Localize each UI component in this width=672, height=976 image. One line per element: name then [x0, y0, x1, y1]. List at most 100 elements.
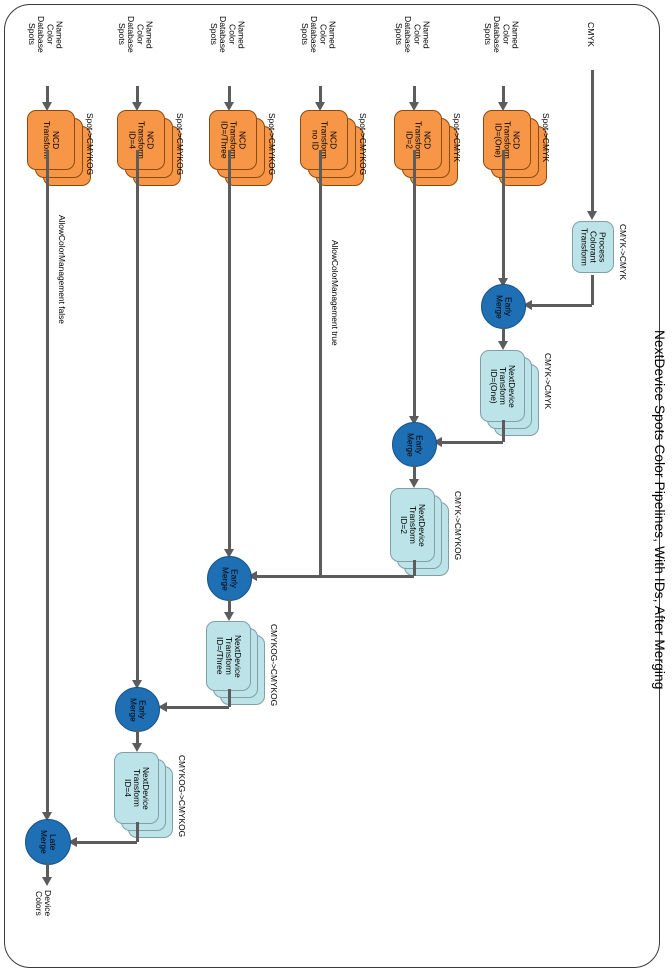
- early-merge-2[interactable]: Early Merge: [392, 422, 437, 467]
- merge-label: Early Merge: [494, 294, 514, 319]
- nextdevice-label: NextDevice Transform ID=4: [122, 766, 152, 810]
- process-colorant-card: Process Colorant Transform: [572, 221, 614, 273]
- connector-pct-left: [530, 303, 592, 307]
- connector-nd3-left: [165, 705, 229, 709]
- arrowhead-col6-to-m1: [497, 278, 508, 287]
- source-label-cmyk: CMYK: [586, 22, 597, 47]
- connector-col1-to-m5: [45, 150, 49, 816]
- arrowhead-m2-to-nd2: [408, 479, 419, 488]
- nextdevice-card: NextDevice Transform ID=/Three: [206, 621, 251, 691]
- arrowhead-nd1-to-m2: [433, 436, 442, 447]
- long-label-col4: AllowColorManagement true: [329, 240, 340, 346]
- arrowhead-m1-to-nd1: [497, 341, 508, 350]
- arrowhead-col3-to-m3: [223, 549, 234, 558]
- ncd-transform-col3[interactable]: NCD Transform ID=/Three: [209, 110, 275, 188]
- arrowhead-src-col1: [41, 102, 52, 111]
- connector-nd2-down: [412, 560, 416, 576]
- connector-src-col5: [412, 86, 416, 106]
- edge-label-col6: Spot->CMYK: [540, 113, 551, 163]
- connector-nd4-left: [75, 840, 137, 844]
- ncd-transform-card: NCD Transform: [27, 110, 75, 170]
- nextdevice-card: NextDevice Transform ID=(One): [480, 350, 525, 422]
- connector-pct-down: [590, 275, 594, 305]
- connector-col6-to-m1: [501, 150, 505, 282]
- connector-nd1-left: [440, 440, 503, 444]
- arrowhead-src-col5: [408, 102, 419, 111]
- edge-label-col3: Spot->CMYKOG: [266, 113, 277, 176]
- ncd-transform-card: NCD Transform ID=4: [117, 110, 165, 170]
- ncd-transform-col4[interactable]: NCD Transform no ID: [300, 110, 366, 188]
- early-merge-4[interactable]: Early Merge: [115, 687, 160, 732]
- edge-label-col5: Spot->CMYK: [451, 113, 462, 163]
- nextdevice-label: NextDevice Transform ID=/Three: [214, 634, 244, 678]
- arrowhead-m5-to-output: [41, 877, 52, 886]
- connector-nd3-down: [227, 689, 231, 707]
- ncd-transform-label: NCD Transform: [42, 121, 62, 159]
- early-merge-1[interactable]: Early Merge: [481, 284, 526, 329]
- ncd-transform-label: NCD Transform ID=4: [127, 121, 156, 159]
- ncd-transform-card: NCD Transform no ID: [300, 110, 348, 170]
- edge-label-nd3: CMYKOG->CMYKOG: [268, 624, 279, 707]
- connector-col4-to-m3: [318, 150, 322, 576]
- connector-nd1-down: [501, 420, 505, 442]
- edge-label-pct: CMYK->CMYK: [617, 224, 628, 281]
- arrowhead-nd2-to-m3: [248, 570, 257, 581]
- source-label-col3: Named Color Database Spots: [209, 16, 247, 53]
- merge-label: Late Merge: [39, 830, 59, 854]
- merge-label: Early Merge: [128, 697, 148, 722]
- arrowhead-src-col2: [131, 102, 142, 111]
- ncd-transform-col6[interactable]: NCD Transform ID=(One): [483, 110, 549, 188]
- connector-col2-to-m4: [135, 150, 139, 684]
- connector-src-col2: [135, 86, 139, 106]
- source-label-col2: Named Color Database Spots: [117, 16, 155, 53]
- arrowhead-src-col6: [497, 102, 508, 111]
- arrowhead-src-col4: [314, 102, 325, 111]
- nextdevice-card: NextDevice Transform ID=2: [390, 488, 435, 562]
- arrowhead-m4-to-nd4: [131, 743, 142, 752]
- arrowhead-nd3-to-m4: [158, 701, 167, 712]
- ncd-transform-card: NCD Transform ID=/Three: [209, 110, 257, 170]
- nextdevice-transform-3[interactable]: NextDevice Transform ID=/Three: [206, 621, 268, 707]
- connector-m3-to-nd3: [227, 599, 231, 615]
- connector-m2-to-nd2: [412, 465, 416, 483]
- connector-m5-to-output: [45, 863, 49, 881]
- connector-src-col4: [318, 86, 322, 106]
- nextdevice-transform-2[interactable]: NextDevice Transform ID=2: [390, 488, 452, 578]
- nextdevice-label: NextDevice Transform ID=2: [398, 503, 428, 547]
- edge-label-nd1: CMYK->CMYK: [542, 353, 553, 410]
- ncd-transform-label: NCD Transform ID=/Three: [219, 121, 248, 159]
- ncd-transform-col2[interactable]: NCD Transform ID=4: [117, 110, 183, 188]
- merge-label: Early Merge: [220, 566, 240, 591]
- nextdevice-label: NextDevice Transform ID=(One): [488, 364, 518, 408]
- arrowhead-nd4-to-m5: [68, 836, 77, 847]
- connector-src-col6: [501, 86, 505, 106]
- page-title: NextDevice Spots Color Pipelines, With I…: [652, 330, 667, 690]
- output-label-device-colors: Device Colors: [34, 890, 54, 917]
- edge-label-col1: Spot->CMYKOG: [84, 113, 95, 176]
- connector-m1-to-nd1: [501, 327, 505, 345]
- edge-label-nd4: CMYKOG->CMYKOG: [176, 755, 187, 838]
- arrowhead-m3-to-nd3: [223, 612, 234, 621]
- nextdevice-card: NextDevice Transform ID=4: [114, 752, 159, 824]
- source-label-col5: Named Color Database Spots: [394, 16, 432, 53]
- connector-src-col3: [227, 86, 231, 106]
- merge-label: Early Merge: [405, 432, 425, 457]
- process-colorant-transform[interactable]: Process Colorant Transform: [572, 221, 616, 275]
- source-label-col4: Named Color Database Spots: [300, 16, 338, 53]
- late-merge[interactable]: Late Merge: [25, 819, 71, 865]
- nextdevice-transform-1[interactable]: NextDevice Transform ID=(One): [480, 350, 542, 438]
- ncd-transform-col1[interactable]: NCD Transform: [27, 110, 93, 188]
- arrowhead-cmyk-to-pct: [586, 211, 597, 220]
- nextdevice-transform-4[interactable]: NextDevice Transform ID=4: [114, 752, 176, 840]
- ncd-transform-card: NCD Transform ID=(One): [483, 110, 531, 170]
- process-colorant-label: Process Colorant Transform: [579, 228, 608, 266]
- arrowhead-src-col3: [223, 102, 234, 111]
- arrowhead-col5-to-m2: [408, 416, 419, 425]
- source-label-col6: Named Color Database Spots: [483, 16, 521, 53]
- early-merge-3[interactable]: Early Merge: [207, 556, 252, 601]
- connector-nd2-left: [255, 574, 414, 578]
- connector-col5-to-m2: [412, 150, 416, 420]
- ncd-transform-col5[interactable]: NCD Transform ID=2: [394, 110, 460, 188]
- source-label-col1: Named Color Database Spots: [27, 16, 65, 53]
